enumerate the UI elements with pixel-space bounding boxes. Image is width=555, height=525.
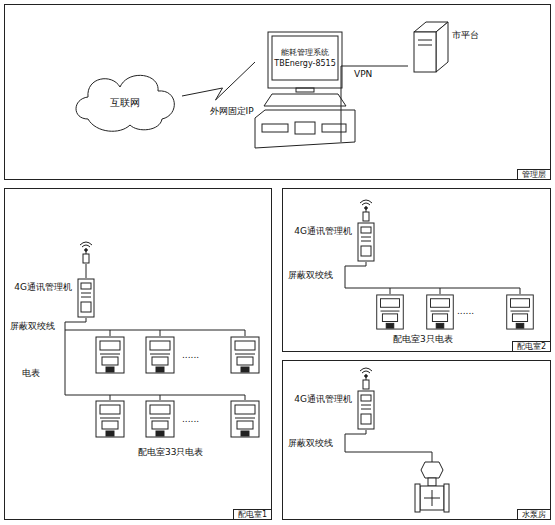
bus-wire [345, 430, 432, 462]
gateway-icon [358, 223, 374, 261]
annotation: ...... [182, 414, 199, 424]
server-side [436, 22, 448, 72]
water-meter-mark [424, 490, 440, 506]
annotation: 屏蔽双绞线 [10, 321, 55, 331]
cloud-node: 互联网 [68, 66, 182, 134]
annotation: 配电室3只电表 [393, 334, 453, 344]
monitor [268, 32, 342, 88]
panel-label: 配电室1 [233, 509, 271, 519]
gateway-label: 4G通讯管理机 [294, 394, 352, 404]
connector-label: 外网固定IP [209, 106, 255, 116]
panel2-devices [345, 200, 533, 329]
bus-wire [65, 318, 245, 395]
annotation: ...... [457, 306, 474, 316]
server-slot [418, 45, 432, 46]
gateway-icon [78, 279, 94, 317]
water-meter-neck [428, 478, 436, 486]
panel-label: 配电室2 [512, 341, 550, 351]
host-panel [262, 124, 288, 132]
screen-text: 能耗管理系统 [281, 48, 329, 57]
drop-wire [390, 288, 520, 294]
panel1-devices [65, 242, 259, 437]
panel-label: 管理层 [517, 169, 550, 179]
gateway-label: 4G通讯管理机 [294, 226, 352, 236]
meter [96, 337, 124, 373]
screen-text: TBEnergy-8515 [274, 59, 336, 68]
panel3-devices [345, 368, 449, 512]
computer-node: 能耗管理系统 TBEnergy-8515 [255, 30, 355, 150]
meter [96, 401, 124, 437]
meter [146, 401, 174, 437]
host-box [255, 110, 355, 148]
flange [415, 484, 420, 512]
gateway-icon [358, 391, 374, 429]
meter [146, 337, 174, 373]
cloud-text: 互联网 [110, 97, 140, 109]
antenna [80, 242, 92, 263]
connector [182, 62, 255, 100]
annotation: 屏蔽双绞线 [288, 438, 333, 448]
connector-label: VPN [353, 69, 373, 79]
antenna-cable [86, 264, 87, 278]
computer [255, 32, 355, 148]
screen-text-area: 能耗管理系统 TBEnergy-8515 [272, 36, 338, 80]
region-panel: 管理层 互联网 能耗管理系统 TBEnergy-8515 市平台 [4, 4, 551, 180]
antenna [360, 368, 372, 389]
water-meter-body [420, 486, 444, 510]
bus-wire [345, 262, 520, 288]
meter [377, 295, 404, 329]
gateway-node: 4G通讯管理机 [294, 390, 376, 430]
meter [507, 295, 534, 329]
region-panel: 配电室1 4G通讯管理机 [4, 188, 272, 520]
server-label: 市平台 [452, 30, 479, 40]
meter [231, 401, 259, 437]
host-panel [322, 124, 346, 132]
connector [341, 66, 408, 142]
gateway-label: 4G通讯管理机 [14, 282, 72, 292]
cloud-outline [76, 75, 174, 131]
flange [444, 484, 449, 512]
meter [231, 337, 259, 373]
gateway-node: 4G通讯管理机 [14, 278, 96, 318]
antenna [360, 200, 372, 221]
server-slot [418, 40, 432, 41]
server-front [414, 32, 436, 72]
bus-wire [65, 330, 245, 331]
annotation: 屏蔽双绞线 [288, 270, 333, 280]
panel-label: 水泵房 [517, 509, 550, 519]
annotation: 配电室33只电表 [138, 447, 203, 457]
gateway-node: 4G通讯管理机 [294, 222, 376, 262]
server-node: 市平台 [408, 18, 488, 76]
drop-wire [110, 330, 245, 400]
host-panel [295, 122, 315, 134]
server [414, 22, 448, 72]
water-meter-head [421, 462, 443, 478]
annotation: ...... [182, 350, 199, 360]
meter [427, 295, 454, 329]
screen [272, 36, 338, 80]
stand [296, 88, 314, 92]
annotation: 电表 [22, 368, 40, 378]
keyboard [264, 94, 346, 106]
